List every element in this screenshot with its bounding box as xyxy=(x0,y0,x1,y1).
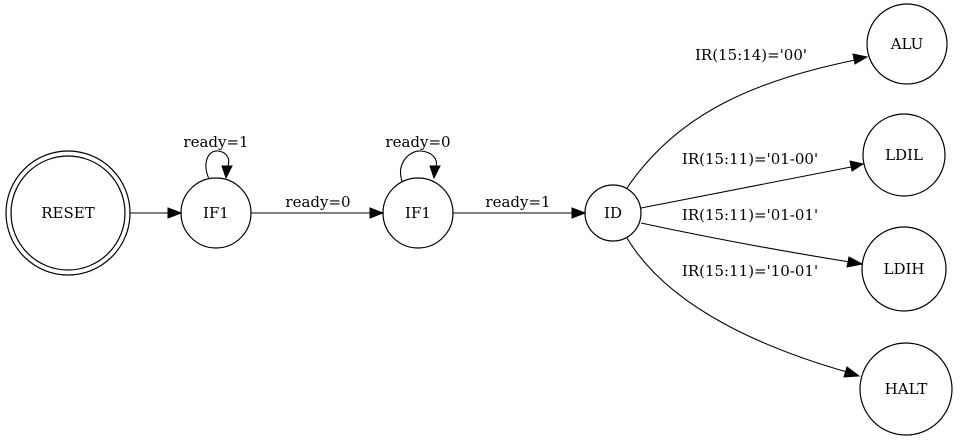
edge-reset-to-if1-a xyxy=(130,207,183,219)
edge-if1-a-self-arrowhead xyxy=(221,165,233,180)
node-alu-label: ALU xyxy=(890,35,924,53)
node-alu: ALU xyxy=(866,3,948,85)
edge-if1-b-self: ready=0 xyxy=(385,133,451,182)
edge-id-to-halt-arrowhead xyxy=(843,366,861,378)
node-halt: HALT xyxy=(859,342,953,436)
edge-id-to-ldil-arrowhead xyxy=(849,160,865,172)
node-if1-b: IF1 xyxy=(382,177,454,249)
node-if1-a: IF1 xyxy=(180,177,252,249)
edge-id-to-ldil: IR(15:11)='01-00' xyxy=(640,150,865,209)
edge-id-to-ldih-arrowhead xyxy=(846,256,864,268)
node-reset-label: RESET xyxy=(41,204,94,222)
node-ldih-label: LDIH xyxy=(884,260,925,278)
edge-if1-a-self-line xyxy=(205,150,230,180)
edge-id-to-ldil-line xyxy=(640,166,852,209)
edge-if1-a-to-if1-b-arrowhead xyxy=(369,207,385,219)
node-reset: RESET xyxy=(5,150,131,276)
edge-if1-b-to-id-label: ready=1 xyxy=(485,193,550,211)
edge-id-to-halt-line xyxy=(626,237,848,373)
node-reset-inner-circle xyxy=(10,155,126,271)
node-if1-b-label: IF1 xyxy=(405,204,431,222)
node-alu-circle xyxy=(866,3,948,85)
edge-id-to-halt-label: IR(15:11)='10-01' xyxy=(682,262,818,280)
edge-if1-b-self-line xyxy=(400,150,437,182)
edge-if1-a-self: ready=1 xyxy=(183,133,249,180)
node-halt-label: HALT xyxy=(885,380,928,398)
edge-if1-a-self-label: ready=1 xyxy=(183,133,248,151)
edge-id-to-alu-label: IR(15:14)='00' xyxy=(695,46,807,64)
edge-id-to-alu-line xyxy=(626,59,856,189)
node-if1-a-label: IF1 xyxy=(203,204,229,222)
edge-if1-b-self-arrowhead xyxy=(429,165,441,180)
edge-id-to-alu-arrowhead xyxy=(852,53,869,65)
edge-id-to-ldih: IR(15:11)='01-01' xyxy=(640,206,864,268)
node-ldih: LDIH xyxy=(861,226,947,312)
edge-if1-a-to-if1-b: ready=0 xyxy=(251,193,385,219)
node-id-label: ID xyxy=(604,204,622,222)
node-ldil-label: LDIL xyxy=(885,146,923,164)
edge-id-to-halt: IR(15:11)='10-01' xyxy=(626,237,861,378)
edge-id-to-ldil-label: IR(15:11)='01-00' xyxy=(682,150,818,168)
edge-id-to-ldih-label: IR(15:11)='01-01' xyxy=(682,206,818,224)
node-id: ID xyxy=(584,184,642,242)
node-ldil-circle xyxy=(862,113,946,197)
edge-reset-to-if1-a-arrowhead xyxy=(167,207,183,219)
edge-id-to-alu: IR(15:14)='00' xyxy=(626,46,869,189)
node-ldil: LDIL xyxy=(862,113,946,197)
edge-if1-b-to-id-arrowhead xyxy=(571,207,587,219)
edge-if1-a-to-if1-b-label: ready=0 xyxy=(285,193,350,211)
edge-if1-b-self-label: ready=0 xyxy=(385,133,450,151)
node-halt-circle xyxy=(859,342,953,436)
edge-id-to-ldih-line xyxy=(640,222,851,263)
node-ldih-circle xyxy=(861,226,947,312)
edge-if1-b-to-id: ready=1 xyxy=(453,193,587,219)
